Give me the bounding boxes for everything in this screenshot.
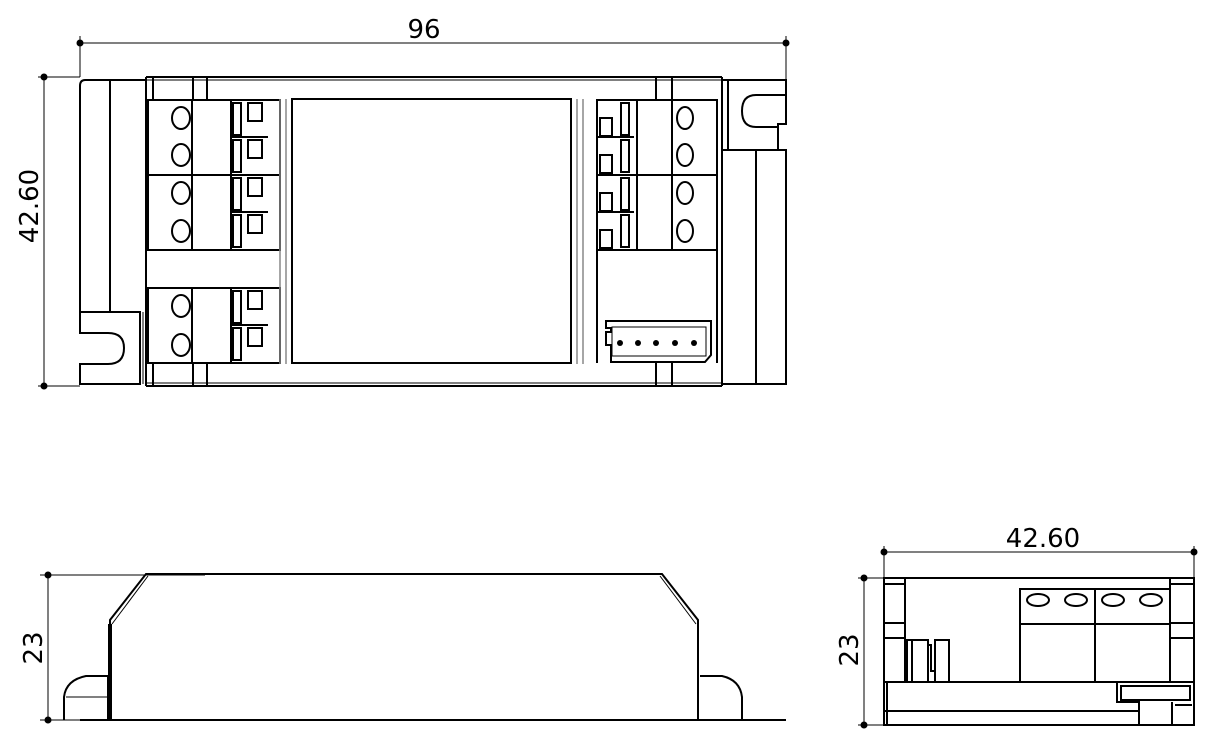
dimension-width-96: 96 — [76, 15, 790, 125]
mounting-tab-right — [722, 79, 787, 385]
dimension-label: 23 — [19, 631, 49, 664]
terminal-block-left — [147, 99, 281, 364]
terminal-block-right — [596, 99, 718, 251]
top-view: 96 42.60 — [15, 15, 790, 390]
dimension-label: 23 — [835, 633, 865, 666]
center-cover — [291, 98, 572, 364]
pin-connector — [605, 320, 712, 363]
dimension-height-42-60: 42.60 — [15, 73, 80, 390]
mounting-tab-left — [79, 79, 146, 385]
dimension-label: 42.60 — [1006, 524, 1080, 554]
dimension-width-42-60: 42.60 — [880, 524, 1198, 578]
dimension-height-23-end: 23 — [835, 574, 884, 729]
dimension-height-23: 23 — [19, 571, 205, 724]
dimension-label: 96 — [407, 15, 440, 45]
dimension-label: 42.60 — [15, 169, 45, 243]
end-view: 42.60 23 — [835, 524, 1198, 729]
side-view: 23 — [19, 571, 786, 724]
terminal-block-end — [1019, 588, 1171, 683]
